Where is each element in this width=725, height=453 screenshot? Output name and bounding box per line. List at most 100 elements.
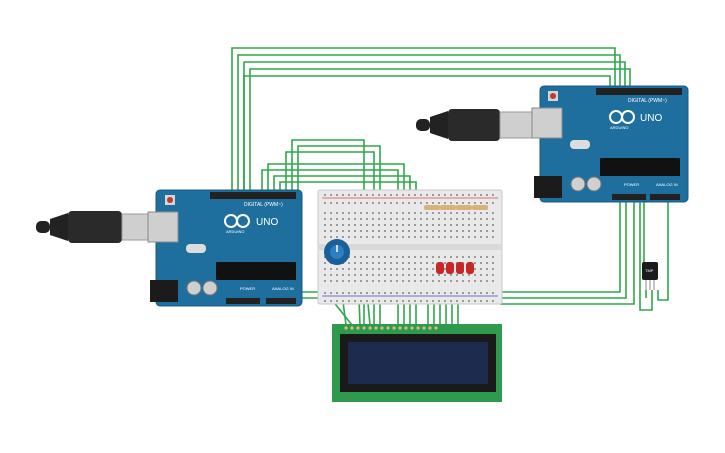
wire-right-1[interactable] (483, 198, 627, 299)
breadboard-hole (354, 212, 356, 214)
potentiometer[interactable] (324, 239, 350, 265)
breadboard-hole (426, 212, 428, 214)
wire-sensor-3[interactable] (657, 198, 669, 301)
breadboard-hole (378, 256, 380, 258)
usb-plug-body (68, 211, 122, 243)
resistor-1[interactable] (424, 205, 440, 210)
breadboard-hole (324, 300, 326, 302)
breadboard-hole (414, 256, 416, 258)
breadboard-hole (456, 230, 458, 232)
lcd-pin (356, 326, 360, 330)
breadboard-hole (468, 280, 470, 282)
breadboard-hole (486, 212, 488, 214)
wire-top-2[interactable] (237, 54, 621, 192)
breadboard-hole (342, 224, 344, 226)
breadboard-hole (432, 202, 434, 204)
breadboard-hole (456, 218, 458, 220)
breadboard-hole (444, 218, 446, 220)
breadboard-hole (378, 218, 380, 220)
breadboard-hole (402, 256, 404, 258)
right-arduino-board[interactable]: DIGITAL (PWM~) UNO ARDUINO POWER ANALOG … (531, 85, 689, 203)
breadboard-hole (354, 230, 356, 232)
resistor-3[interactable] (456, 205, 472, 210)
power-label: POWER (624, 182, 639, 187)
breadboard-hole (438, 236, 440, 238)
breadboard-hole (468, 202, 470, 204)
led-3[interactable] (456, 262, 464, 274)
arduino-logo (609, 110, 635, 124)
led-1[interactable] (436, 262, 444, 274)
usb-plug-tip (36, 221, 50, 233)
breadboard-hole (396, 292, 398, 294)
breadboard-hole (444, 274, 446, 276)
breadboard-hole (360, 280, 362, 282)
wire-right-3[interactable] (500, 198, 635, 305)
breadboard-hole (330, 212, 332, 214)
lcd-pin (380, 326, 384, 330)
temperature-sensor[interactable]: TMP (642, 262, 658, 290)
breadboard-hole (414, 300, 416, 302)
breadboard-hole (384, 202, 386, 204)
breadboard-hole (468, 230, 470, 232)
resistor-2[interactable] (440, 205, 456, 210)
breadboard-hole (420, 300, 422, 302)
lcd-pin (404, 326, 408, 330)
lcd-pin (398, 326, 402, 330)
breadboard-hole (444, 194, 446, 196)
breadboard-hole (486, 292, 488, 294)
breadboard-hole (360, 268, 362, 270)
breadboard-hole (390, 224, 392, 226)
wire-top-1[interactable] (231, 47, 616, 192)
breadboard-hole (330, 268, 332, 270)
breadboard-hole (366, 300, 368, 302)
breadboard-hole (324, 230, 326, 232)
breadboard-hole (348, 202, 350, 204)
left-arduino-board[interactable]: DIGITAL (PWM~) UNO ARDUINO POWER ANALOG … (147, 189, 303, 307)
breadboard-hole (468, 274, 470, 276)
breadboard-hole (378, 262, 380, 264)
breadboard-hole (420, 292, 422, 294)
breadboard-hole (330, 230, 332, 232)
breadboard-hole (402, 194, 404, 196)
wire-top-5[interactable] (243, 75, 611, 192)
breadboard-hole (378, 202, 380, 204)
wire-right-2[interactable] (500, 198, 621, 293)
capacitor-1 (186, 280, 202, 296)
breadboard-hole (492, 262, 494, 264)
resistor-4[interactable] (472, 205, 488, 210)
breadboard-hole (414, 230, 416, 232)
breadboard-hole (438, 280, 440, 282)
capacitor-2 (586, 176, 602, 192)
breadboard-hole (366, 268, 368, 270)
breadboard-hole (342, 280, 344, 282)
breadboard-hole (384, 236, 386, 238)
breadboard-hole (354, 268, 356, 270)
crystal (186, 244, 206, 253)
breadboard[interactable] (317, 189, 503, 305)
breadboard-hole (480, 300, 482, 302)
breadboard-hole (420, 224, 422, 226)
wire-sensor-2[interactable] (639, 198, 653, 311)
breadboard-hole (396, 236, 398, 238)
breadboard-hole (450, 274, 452, 276)
breadboard-hole (420, 268, 422, 270)
breadboard-hole (414, 224, 416, 226)
breadboard-hole (426, 280, 428, 282)
breadboard-hole (432, 212, 434, 214)
lcd-pin (392, 326, 396, 330)
breadboard-hole (396, 268, 398, 270)
breadboard-hole (486, 262, 488, 264)
breadboard-hole (420, 236, 422, 238)
breadboard-hole (480, 236, 482, 238)
breadboard-hole (408, 300, 410, 302)
breadboard-hole (432, 274, 434, 276)
wire-top-4[interactable] (249, 68, 631, 192)
lcd-pins (344, 326, 438, 330)
breadboard-hole (402, 274, 404, 276)
breadboard-hole (324, 274, 326, 276)
lcd-module[interactable] (332, 324, 502, 402)
led-4[interactable] (466, 262, 474, 274)
breadboard-hole (396, 212, 398, 214)
led-2[interactable] (446, 262, 454, 274)
breadboard-hole (342, 268, 344, 270)
